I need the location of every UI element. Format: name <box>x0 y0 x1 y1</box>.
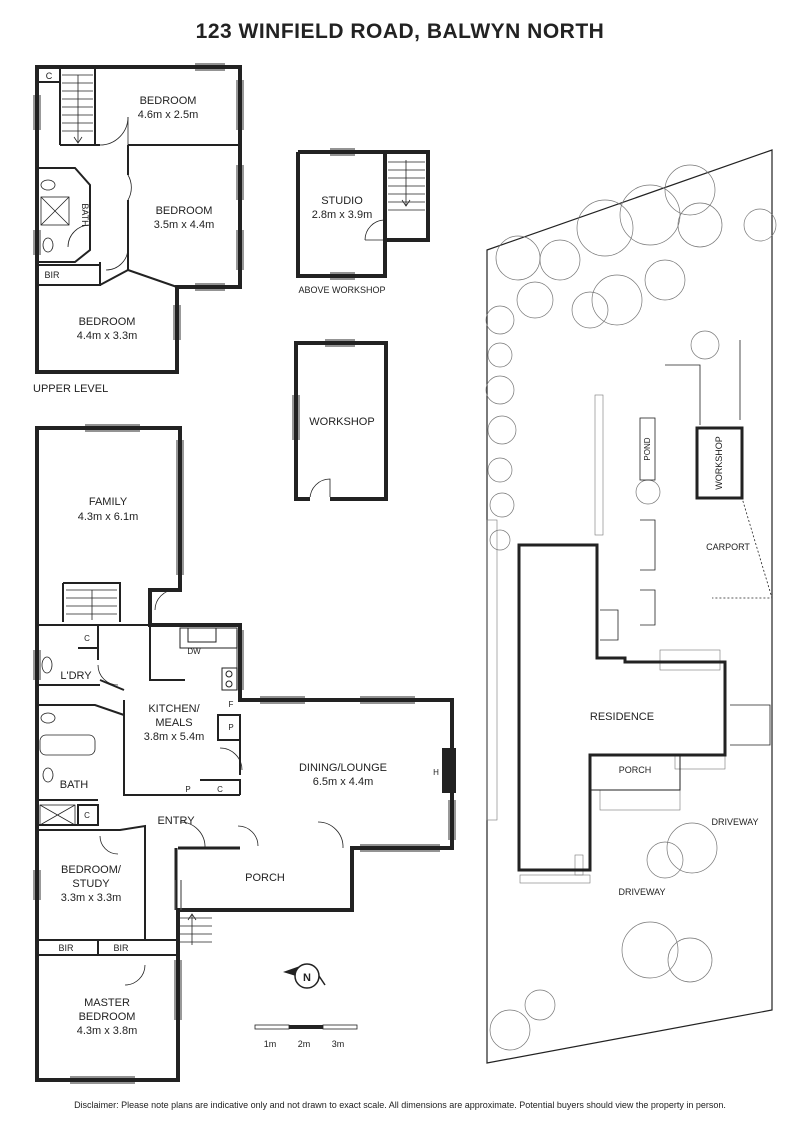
upper-bath-label: BATH <box>80 203 90 226</box>
workshop-name: WORKSHOP <box>309 416 374 428</box>
scale-bar <box>254 1024 358 1030</box>
ground-bath-label: BATH <box>60 779 89 791</box>
studio-note: ABOVE WORKSHOP <box>298 285 385 295</box>
page-title: 123 WINFIELD ROAD, BALWYN NORTH <box>196 20 605 43</box>
c-label-bath: C <box>84 811 90 820</box>
disclaimer: Disclaimer: Please note plans are indica… <box>74 1100 726 1110</box>
dw-label: DW <box>187 647 201 656</box>
ground-floor-plan <box>33 424 456 1084</box>
upper-bedroom1-name: BEDROOM <box>140 95 197 107</box>
site-carport-label: CARPORT <box>706 542 750 552</box>
scale-label-2: 2m <box>298 1039 311 1049</box>
upper-bir-label: BIR <box>44 270 60 280</box>
site-driveway-label-1: DRIVEWAY <box>711 817 758 827</box>
family-name: FAMILY <box>89 496 128 508</box>
study-name2: STUDY <box>72 878 110 890</box>
site-residence-label: RESIDENCE <box>590 711 654 723</box>
bir-label-2: BIR <box>113 943 129 953</box>
h-label-heater: H <box>433 768 439 777</box>
scale-label-3: 3m <box>332 1039 345 1049</box>
p-label-pantry: P <box>228 723 233 732</box>
study-name1: BEDROOM/ <box>61 864 122 876</box>
study-dims: 3.3m x 3.3m <box>61 892 122 904</box>
upper-bedroom2-dims: 3.5m x 4.4m <box>154 219 215 231</box>
porch-label: PORCH <box>245 872 285 884</box>
upper-c-label: C <box>46 71 53 81</box>
upper-level-plan <box>33 63 244 374</box>
master-name1: MASTER <box>84 997 130 1009</box>
site-driveway-label-2: DRIVEWAY <box>618 887 665 897</box>
upper-bedroom1-dims: 4.6m x 2.5m <box>138 109 199 121</box>
upper-level-label: UPPER LEVEL <box>33 383 108 395</box>
site-pond-label: POND <box>643 437 652 460</box>
c-label-laundry: C <box>84 634 90 643</box>
kitchen-name2: MEALS <box>155 717 192 729</box>
scale-label-1: 1m <box>264 1039 277 1049</box>
studio-plan <box>296 148 430 280</box>
c-label-entry: C <box>217 785 223 794</box>
laundry-label: L'DRY <box>60 670 92 682</box>
studio-dims: 2.8m x 3.9m <box>312 209 373 221</box>
upper-bedroom3-name: BEDROOM <box>79 316 136 328</box>
studio-name: STUDIO <box>321 195 363 207</box>
master-dims: 4.3m x 3.8m <box>77 1025 138 1037</box>
compass-icon <box>283 963 326 989</box>
f-label-fridge: F <box>229 700 234 709</box>
entry-label: ENTRY <box>157 815 195 827</box>
site-porch-label: PORCH <box>619 765 652 775</box>
master-name2: BEDROOM <box>79 1011 136 1023</box>
kitchen-dims: 3.8m x 5.4m <box>144 731 205 743</box>
site-plan <box>485 149 777 1064</box>
workshop-plan <box>292 339 388 501</box>
p-label-entry: P <box>185 785 190 794</box>
dining-dims: 6.5m x 4.4m <box>313 776 374 788</box>
dining-name: DINING/LOUNGE <box>299 762 387 774</box>
kitchen-name1: KITCHEN/ <box>148 703 200 715</box>
site-workshop-label: WORKSHOP <box>714 436 724 490</box>
upper-bedroom3-dims: 4.4m x 3.3m <box>77 330 138 342</box>
bir-label-1: BIR <box>58 943 74 953</box>
family-dims: 4.3m x 6.1m <box>78 511 139 523</box>
upper-bedroom2-name: BEDROOM <box>156 205 213 217</box>
compass-label: N <box>303 972 311 984</box>
